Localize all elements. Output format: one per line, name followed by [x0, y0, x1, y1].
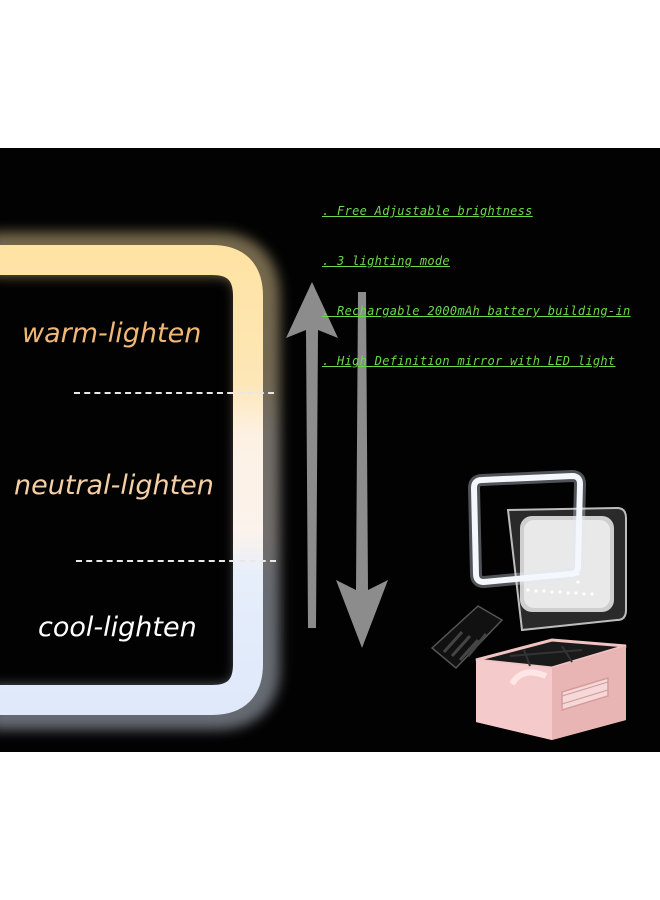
- up-arrow-icon: [286, 282, 338, 628]
- neutral-cool-divider: [76, 560, 276, 562]
- frame-bar: [0, 245, 263, 715]
- led-mirror-frame: [0, 232, 280, 730]
- warm-mode-label: warm-lighten: [22, 318, 202, 349]
- warm-neutral-divider: [74, 392, 274, 394]
- feature-battery: . Rechargable 2000mAh battery building-i…: [322, 304, 631, 318]
- down-arrow-icon: [336, 292, 388, 648]
- cool-mode-label: cool-lighten: [38, 612, 197, 643]
- product-panel: warm-lighten neutral-lighten cool-lighte…: [0, 148, 660, 752]
- neutral-mode-label: neutral-lighten: [14, 470, 214, 501]
- feature-lighting-mode: . 3 lighting mode: [322, 254, 450, 268]
- makeup-case-image: [430, 470, 627, 740]
- feature-brightness: . Free Adjustable brightness: [322, 204, 533, 218]
- feature-hd-mirror: . High Definition mirror with LED light: [322, 354, 616, 368]
